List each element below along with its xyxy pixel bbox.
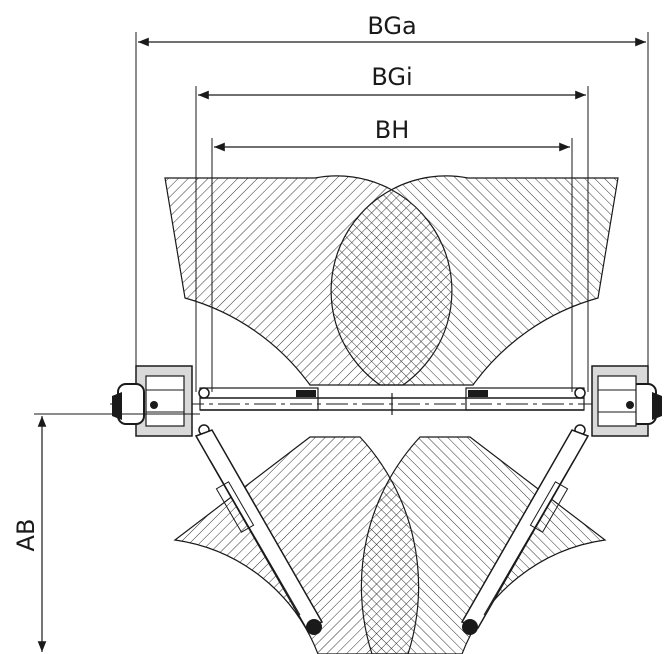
right-swing-arm bbox=[460, 429, 590, 635]
lower-right-swing-zone bbox=[360, 436, 607, 654]
label-bga: BGa bbox=[367, 12, 416, 40]
right-arm-pad bbox=[468, 390, 488, 397]
left-swing-arm bbox=[194, 429, 324, 635]
dimension-bh bbox=[211, 138, 573, 392]
label-ab: AB bbox=[12, 519, 40, 552]
dimension-bga bbox=[135, 32, 649, 370]
upper-right-swing-zone bbox=[330, 175, 619, 386]
left-arm-pad bbox=[296, 390, 316, 397]
right-column bbox=[574, 365, 662, 437]
label-bgi: BGi bbox=[371, 63, 412, 91]
left-column bbox=[112, 365, 210, 437]
dimension-bgi bbox=[195, 86, 589, 392]
dimension-ab bbox=[34, 413, 200, 652]
label-bh: BH bbox=[375, 116, 410, 144]
